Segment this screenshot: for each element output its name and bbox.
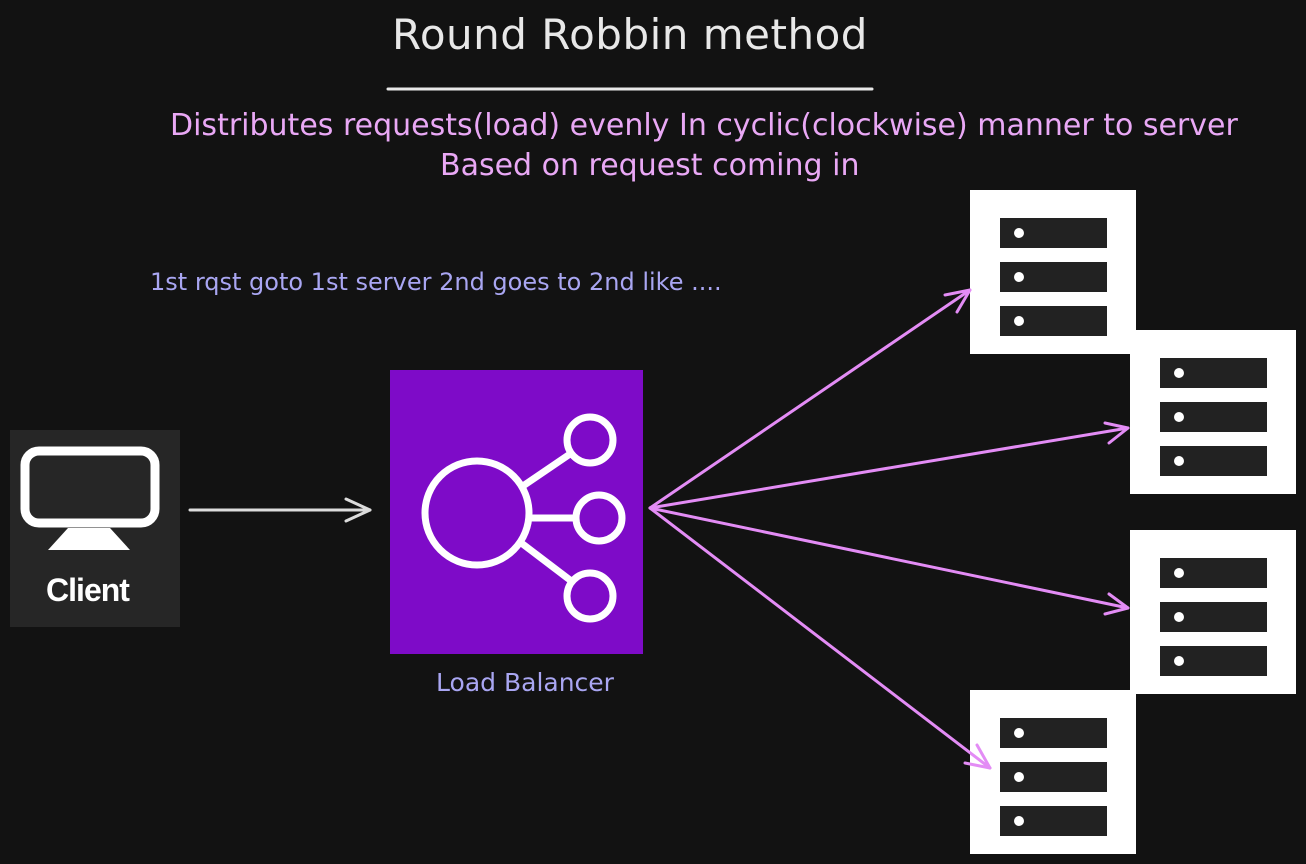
client-label: Client xyxy=(46,572,130,608)
lb-to-server-3-arrow xyxy=(648,506,1130,616)
lb-to-server-2-arrow xyxy=(648,421,1130,510)
client-node xyxy=(10,430,180,627)
server-1 xyxy=(970,190,1136,354)
server-rack-icon xyxy=(1160,358,1267,476)
round-robin-note: 1st rqst goto 1st server 2nd goes to 2nd… xyxy=(150,268,722,296)
description-line-1: Distributes requests(load) evenly In cyc… xyxy=(170,108,1238,143)
server-rack-icon xyxy=(1160,558,1267,676)
server-rack-icon xyxy=(1000,218,1107,336)
description-line-2: Based on request coming in xyxy=(440,148,860,183)
lb-to-server-1-arrow xyxy=(648,288,972,510)
lb-to-server-4-arrow xyxy=(648,506,992,770)
server-2 xyxy=(1130,330,1296,494)
server-rack-icon xyxy=(1000,718,1107,836)
monitor-icon xyxy=(20,446,160,550)
load-balancer-icon xyxy=(421,413,626,623)
diagram-title: Round Robbin method xyxy=(392,10,868,59)
server-3 xyxy=(1130,530,1296,694)
load-balancer-node xyxy=(390,370,643,654)
client-to-lb-arrow xyxy=(188,497,372,523)
server-4 xyxy=(970,690,1136,854)
load-balancer-label: Load Balancer xyxy=(436,668,614,697)
